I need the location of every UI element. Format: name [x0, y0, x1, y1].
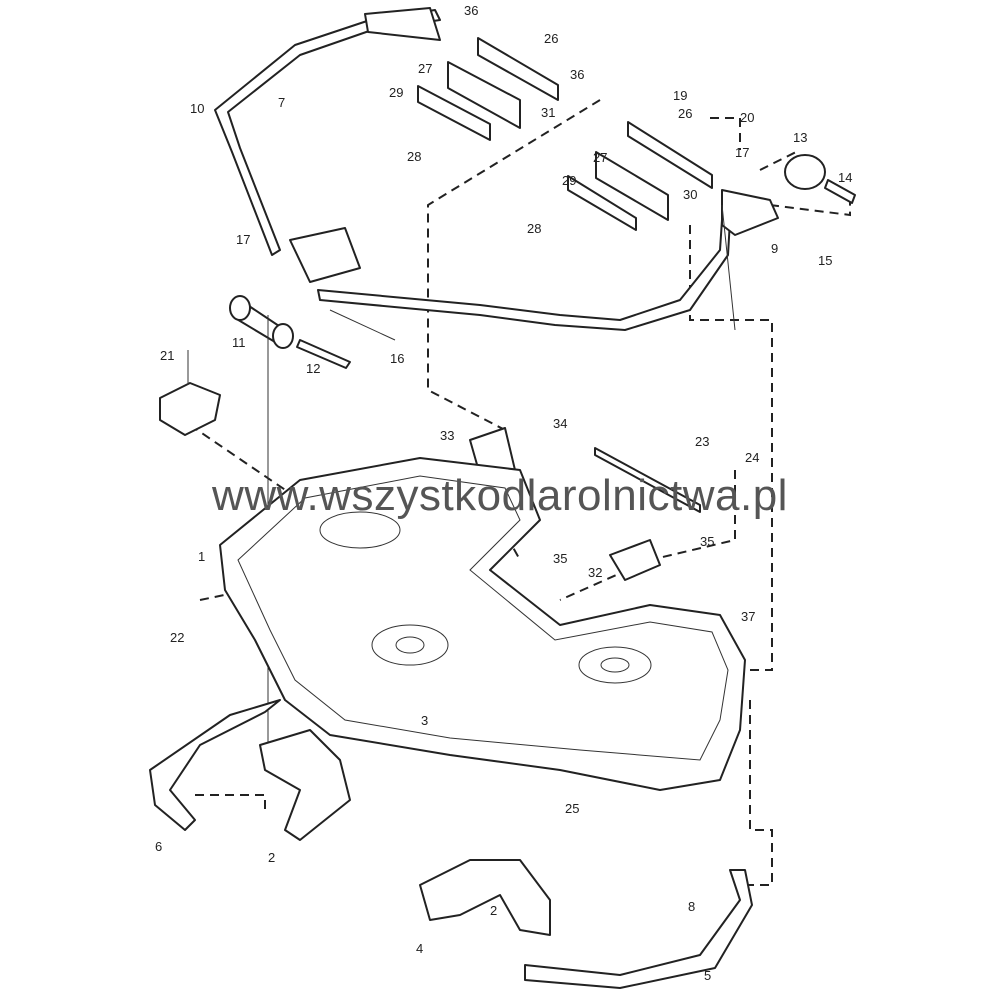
- callout-2: 2: [490, 903, 497, 918]
- callout-34: 34: [553, 416, 567, 431]
- callout-27: 27: [418, 61, 432, 76]
- callout-2: 2: [268, 850, 275, 865]
- roller-13: [784, 154, 856, 204]
- callout-16: 16: [390, 351, 404, 366]
- callout-35: 35: [700, 534, 714, 549]
- callout-5: 5: [704, 968, 711, 983]
- callout-20: 20: [740, 110, 754, 125]
- callout-9: 9: [771, 241, 778, 256]
- callout-15: 15: [818, 253, 832, 268]
- callout-25: 25: [565, 801, 579, 816]
- callout-17: 17: [236, 232, 250, 247]
- callout-11: 11: [232, 335, 246, 350]
- roller-11: [229, 295, 396, 369]
- lift-handle-frame-10: [214, 7, 779, 331]
- callout-23: 23: [695, 434, 709, 449]
- callout-29: 29: [389, 85, 403, 100]
- callout-21: 21: [160, 348, 174, 363]
- callout-24: 24: [745, 450, 759, 465]
- callout-6: 6: [155, 839, 162, 854]
- callout-14: 14: [838, 170, 852, 185]
- callout-28: 28: [407, 149, 421, 164]
- callout-7: 7: [278, 95, 285, 110]
- callout-10: 10: [190, 101, 204, 116]
- brackets: [469, 427, 701, 581]
- callout-17: 17: [735, 145, 749, 160]
- callout-labels: 36 26 27 36 29 31 10 7 28 19 20 26 13 17…: [155, 3, 852, 983]
- block-21: [159, 315, 269, 770]
- callout-26: 26: [678, 106, 692, 121]
- callout-33: 33: [440, 428, 454, 443]
- callout-19: 19: [673, 88, 687, 103]
- mower-deck-1: [219, 457, 746, 791]
- callout-4: 4: [416, 941, 423, 956]
- callout-30: 30: [683, 187, 697, 202]
- callout-8: 8: [688, 899, 695, 914]
- callout-29: 29: [562, 173, 576, 188]
- callout-36: 36: [570, 67, 584, 82]
- callout-12: 12: [306, 361, 320, 376]
- callout-1: 1: [198, 549, 205, 564]
- callout-28: 28: [527, 221, 541, 236]
- watermark: www.wszystkodlarolnictwa.pl: [211, 471, 788, 520]
- callout-32: 32: [588, 565, 602, 580]
- callout-13: 13: [793, 130, 807, 145]
- callout-36: 36: [464, 3, 478, 18]
- callout-3: 3: [421, 713, 428, 728]
- plates-upper: [417, 37, 713, 231]
- shields: [149, 699, 753, 989]
- callout-27: 27: [593, 150, 607, 165]
- callout-35: 35: [553, 551, 567, 566]
- callout-37: 37: [741, 609, 755, 624]
- callout-31: 31: [541, 105, 555, 120]
- callout-22: 22: [170, 630, 184, 645]
- callout-26: 26: [544, 31, 558, 46]
